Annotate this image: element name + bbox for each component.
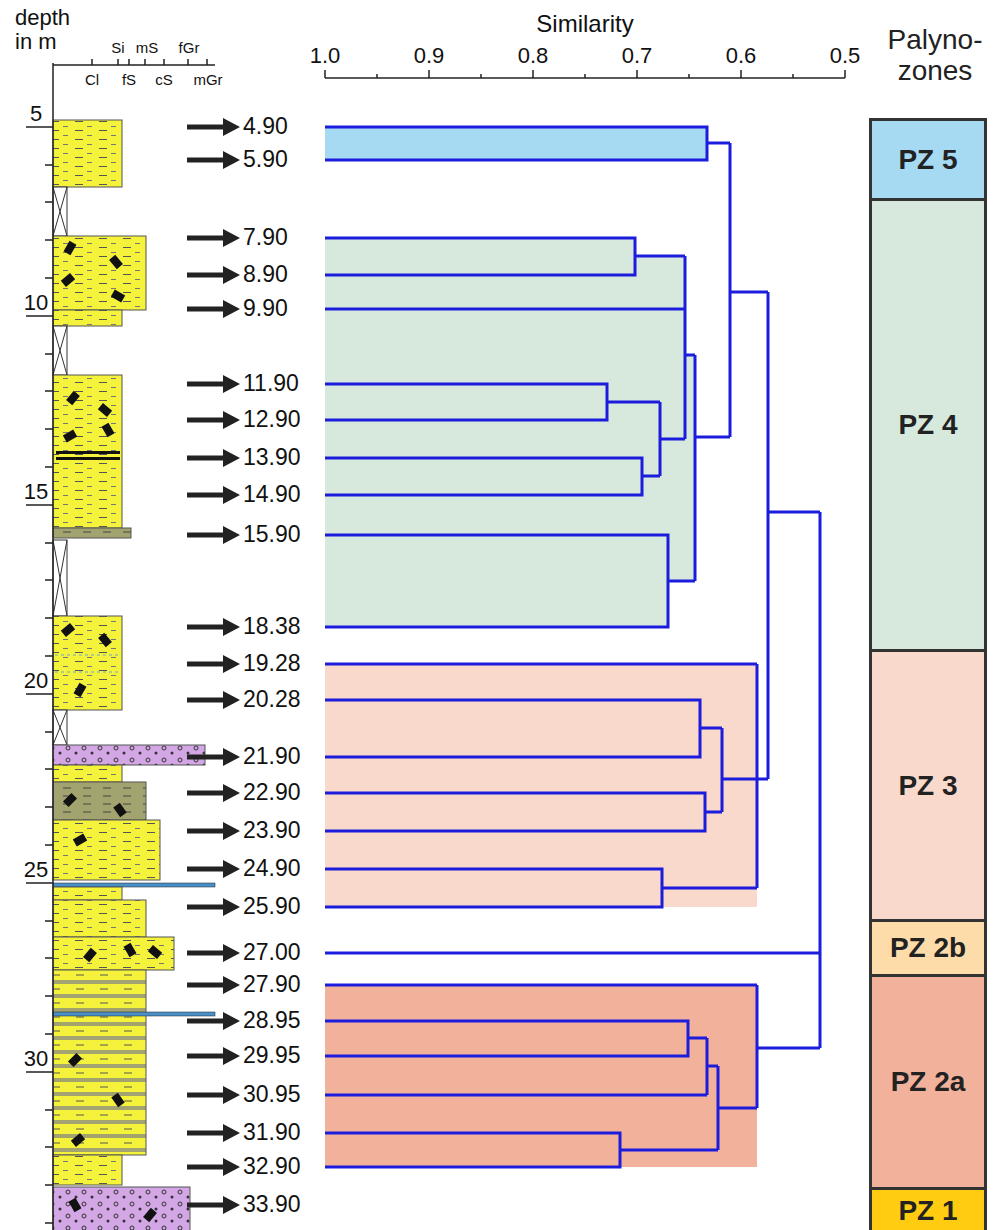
sample-depth: 14.90 — [243, 482, 301, 507]
sample-depth: 8.90 — [243, 262, 288, 287]
sample-depth: 25.90 — [243, 894, 301, 919]
dendrogram — [325, 127, 820, 1167]
grain-size: Cl — [85, 72, 99, 89]
sample-depth: 7.90 — [243, 225, 288, 250]
similarity-tick: 0.6 — [726, 44, 757, 68]
sample-depth: 27.00 — [243, 940, 301, 965]
similarity-tick: 0.5 — [830, 44, 861, 68]
sample-depth: 5.90 — [243, 147, 288, 172]
zone-label: PZ 5 — [898, 144, 957, 176]
depth-tick: 30 — [24, 1047, 48, 1071]
palynozone-box: PZ 1 — [869, 1187, 987, 1230]
sample-depth: 24.90 — [243, 856, 301, 881]
sample-depth: 22.90 — [243, 780, 301, 805]
sample-depth: 33.90 — [243, 1192, 301, 1217]
sample-depth: 27.90 — [243, 972, 301, 997]
sample-depth: 15.90 — [243, 522, 301, 547]
grain-size: mGr — [193, 72, 222, 89]
grain-size: mS — [136, 40, 159, 57]
lithology-column — [53, 120, 215, 1230]
grain-size: fS — [122, 72, 136, 89]
sample-depth: 32.90 — [243, 1154, 301, 1179]
zone-label: PZ 4 — [898, 409, 957, 441]
zone-label: PZ 1 — [898, 1195, 957, 1227]
sample-depth: 23.90 — [243, 818, 301, 843]
similarity-tick: 1.0 — [310, 44, 341, 68]
sample-depth: 28.95 — [243, 1008, 301, 1033]
sample-depth: 29.95 — [243, 1043, 301, 1068]
sample-arrows — [187, 118, 240, 1214]
axis-title: Similarity — [536, 11, 633, 37]
palynozone-box: PZ 2a — [869, 974, 987, 1190]
palynozone-box: PZ 4 — [869, 198, 987, 652]
sample-depth: 4.90 — [243, 114, 288, 139]
clast-symbols — [61, 241, 162, 1222]
depth-tick: 25 — [24, 858, 48, 882]
similarity-tick: 0.7 — [622, 44, 653, 68]
grain-size: fGr — [179, 40, 200, 57]
zone-label: PZ 3 — [898, 770, 957, 802]
depth-tick: 20 — [24, 669, 48, 693]
sample-depth: 20.28 — [243, 687, 301, 712]
similarity-axis — [325, 70, 845, 78]
depth-tick: 15 — [24, 480, 48, 504]
sample-depth: 12.90 — [243, 407, 301, 432]
sample-depth: 11.90 — [243, 371, 299, 396]
similarity-tick: 0.8 — [518, 44, 549, 68]
sample-depth: 31.90 — [243, 1120, 301, 1145]
grain-size: cS — [155, 72, 173, 89]
sample-depth: 21.90 — [243, 744, 301, 769]
palynozone-box: PZ 2b — [869, 919, 987, 977]
sample-depth: 18.38 — [243, 614, 301, 639]
depth-axis — [26, 59, 215, 1230]
zone-label: PZ 2a — [891, 1066, 966, 1098]
similarity-tick: 0.9 — [414, 44, 445, 68]
column-title: Palyno- zones — [865, 25, 1005, 87]
palynozone-box: PZ 5 — [869, 118, 987, 201]
grain-size: Si — [111, 40, 124, 57]
sample-depth: 19.28 — [243, 651, 301, 676]
palynozone-box: PZ 3 — [869, 649, 987, 922]
zone-label: PZ 2b — [890, 932, 966, 964]
sample-depth: 30.95 — [243, 1082, 301, 1107]
sample-depth: 9.90 — [243, 296, 288, 321]
cluster-bands — [325, 127, 757, 1167]
axis-title: depth in m — [15, 6, 79, 54]
depth-tick: 5 — [30, 102, 42, 126]
depth-tick: 10 — [24, 291, 48, 315]
sample-depth: 13.90 — [243, 445, 301, 470]
